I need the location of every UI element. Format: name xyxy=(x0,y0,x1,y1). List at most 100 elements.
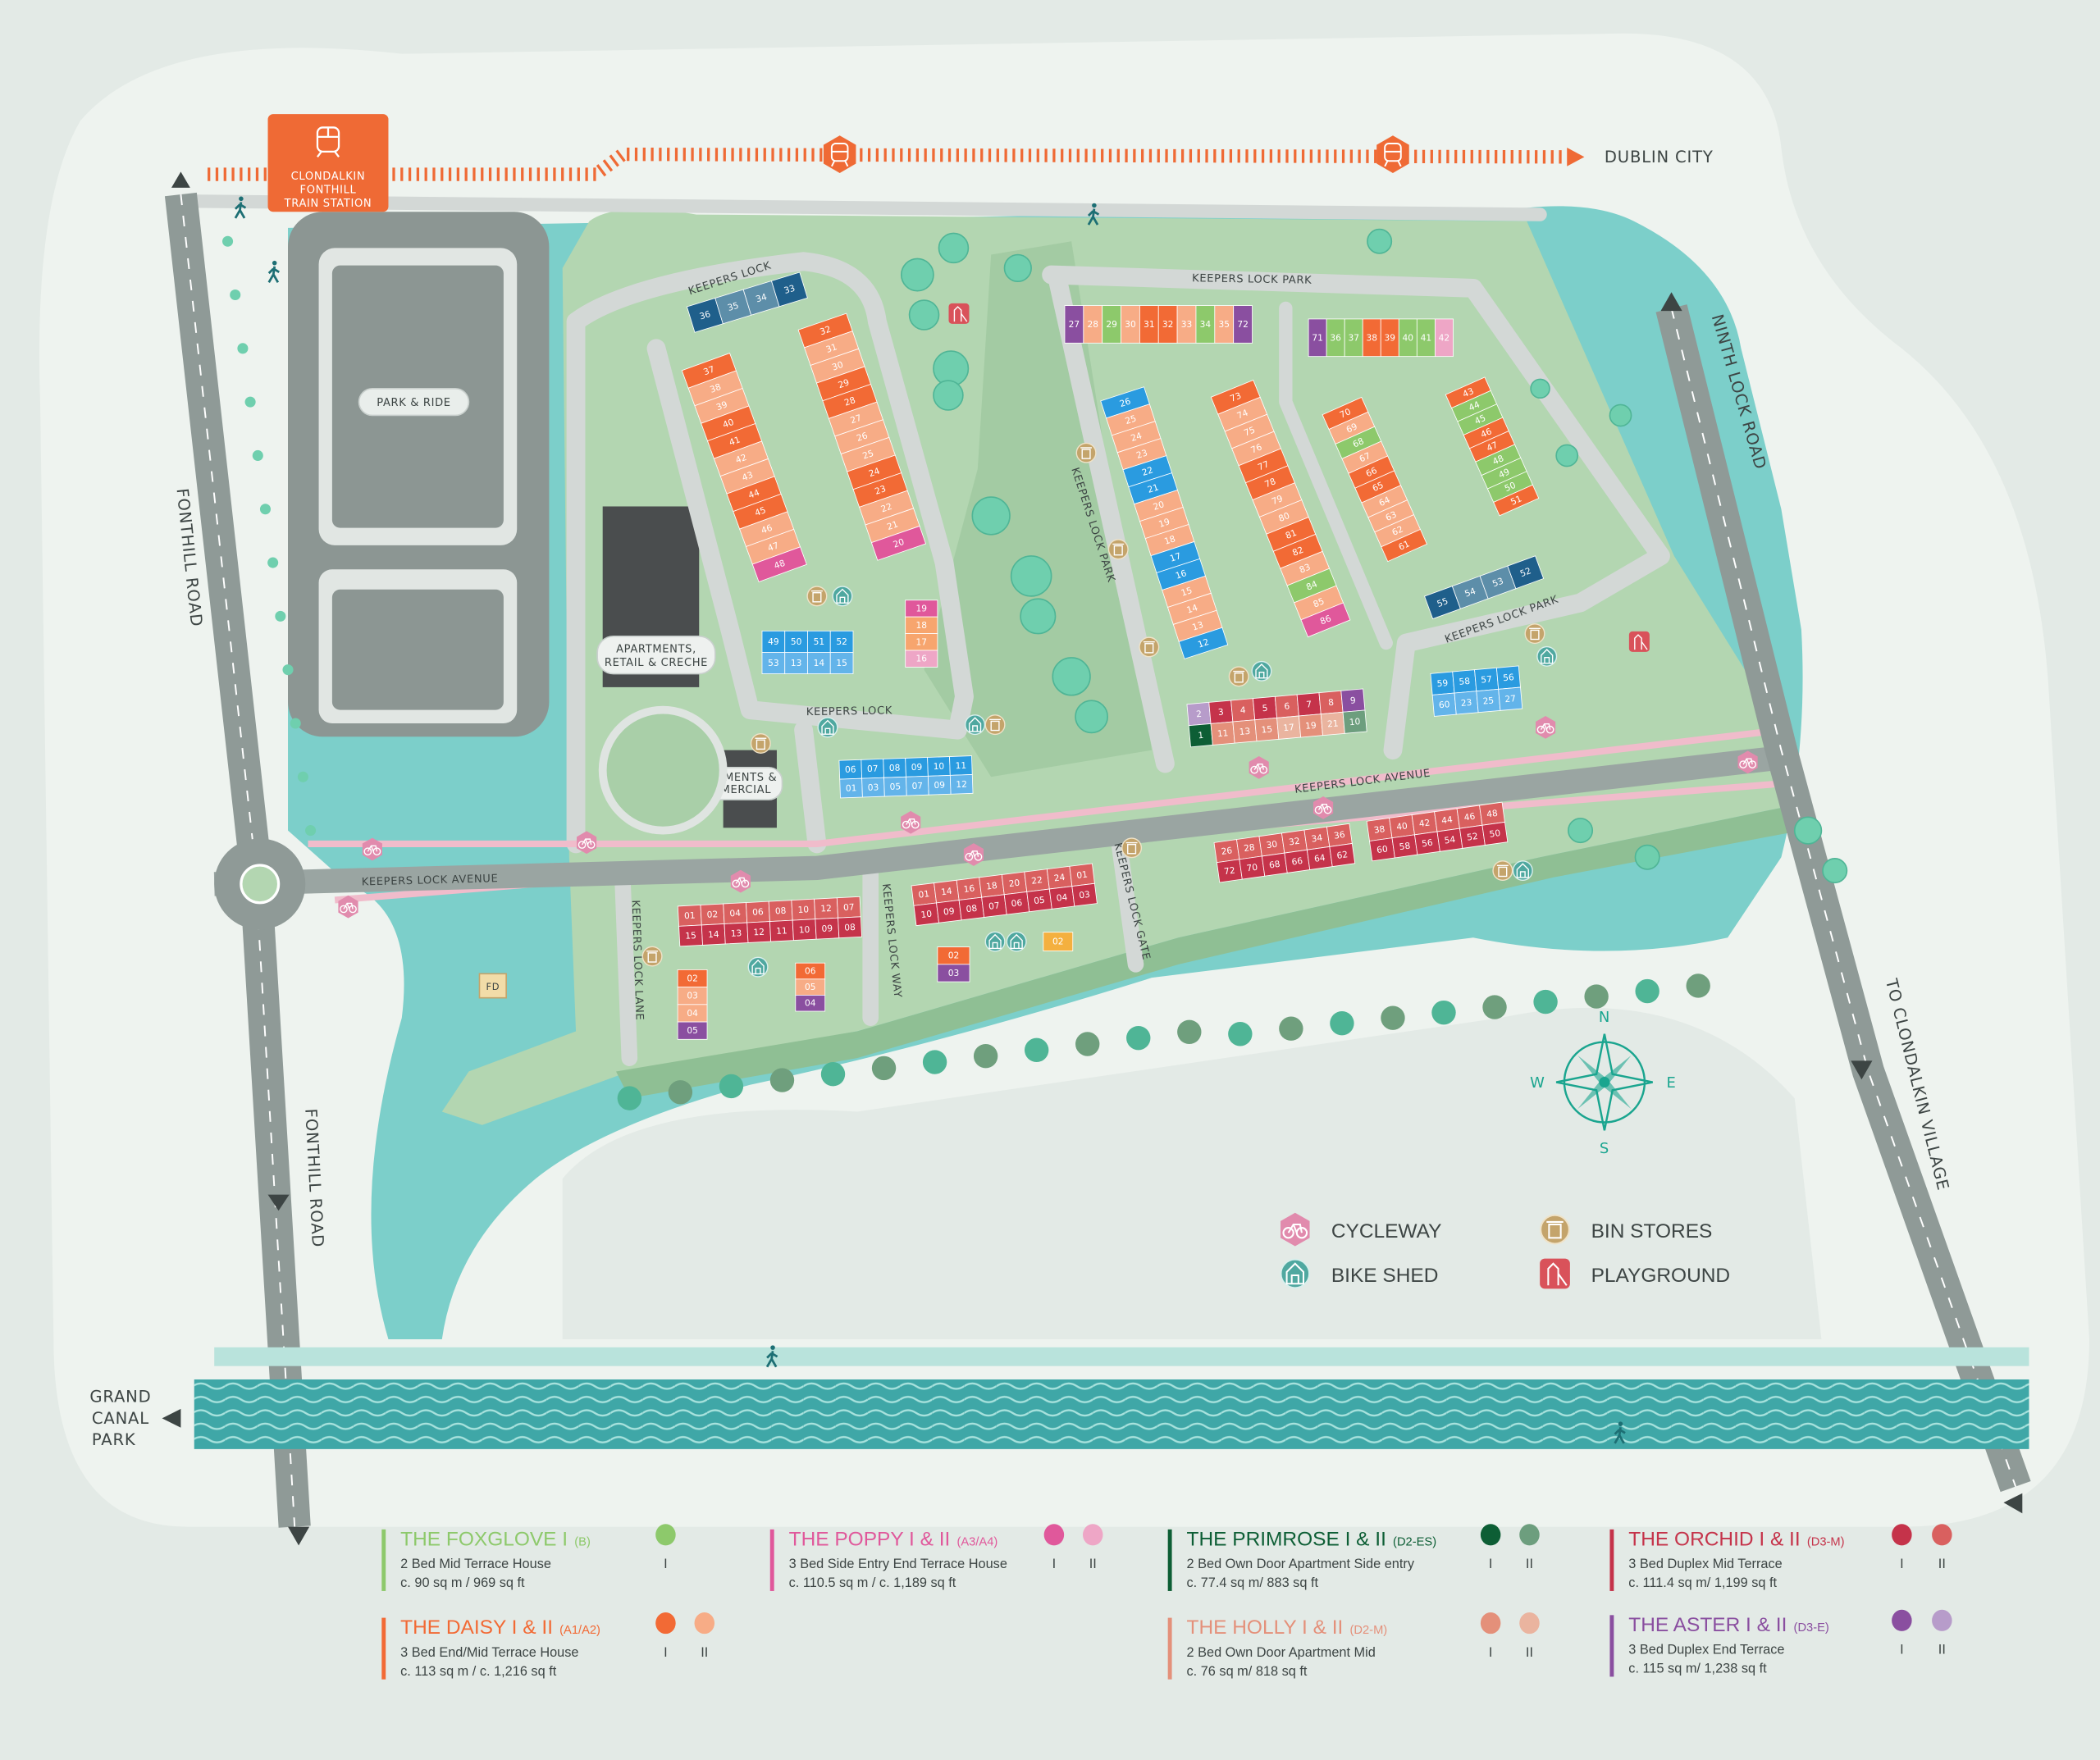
plot[interactable]: 15 xyxy=(829,652,854,674)
plot[interactable]: 19 xyxy=(905,600,938,618)
plot[interactable]: 37 xyxy=(1344,318,1363,358)
plot[interactable]: 07 xyxy=(906,775,929,796)
bike-shed-icon[interactable] xyxy=(1512,860,1533,882)
clondalkin-fonthill-station[interactable]: CLONDALKIN FONTHILL TRAIN STATION xyxy=(267,114,389,212)
plot[interactable]: 09 xyxy=(927,774,952,796)
plot[interactable]: 8 xyxy=(1318,690,1344,715)
bin-icon[interactable] xyxy=(1075,442,1097,463)
train-icon[interactable] xyxy=(1376,135,1409,173)
plot[interactable]: 09 xyxy=(936,900,962,923)
plot[interactable]: 14 xyxy=(934,879,960,904)
plot[interactable]: 13 xyxy=(784,652,808,674)
plot[interactable]: 34 xyxy=(1195,305,1216,344)
plot[interactable]: 28 xyxy=(1083,305,1103,344)
plot[interactable]: 80 xyxy=(1258,499,1309,535)
plot[interactable]: 47 xyxy=(1468,431,1516,463)
plot[interactable]: 48 xyxy=(1479,801,1505,826)
plot[interactable]: 48 xyxy=(751,546,807,583)
bike-shed-icon[interactable] xyxy=(984,931,1006,952)
plot[interactable]: 44 xyxy=(1451,390,1498,422)
plot[interactable]: 02 xyxy=(677,969,708,988)
plot[interactable]: 33 xyxy=(1176,305,1197,344)
playground-icon[interactable] xyxy=(948,303,970,324)
bike-shed-icon[interactable] xyxy=(1006,931,1027,952)
plot[interactable]: 24 xyxy=(847,454,902,490)
plot[interactable]: 58 xyxy=(1452,669,1477,694)
train-icon[interactable] xyxy=(823,135,856,173)
plot[interactable]: 30 xyxy=(1121,305,1140,344)
plot[interactable]: 18 xyxy=(1144,523,1195,557)
plot[interactable]: 50 xyxy=(1486,471,1533,503)
plot[interactable]: 10 xyxy=(792,919,817,942)
plot[interactable]: 34 xyxy=(1303,826,1331,850)
bicycle-icon[interactable] xyxy=(730,869,751,893)
bicycle-icon[interactable] xyxy=(963,843,984,866)
plot[interactable]: 44 xyxy=(726,476,782,513)
plot[interactable]: 69 xyxy=(1328,411,1376,445)
pedestrian-icon[interactable] xyxy=(765,1345,778,1368)
plot[interactable]: 04 xyxy=(723,902,748,924)
plot[interactable]: 20 xyxy=(1001,871,1028,896)
plot[interactable]: 42 xyxy=(1411,811,1438,836)
bicycle-icon[interactable] xyxy=(1737,750,1758,774)
plot[interactable]: 42 xyxy=(1434,318,1454,358)
plot[interactable]: 76 xyxy=(1231,431,1282,467)
plot[interactable]: 38 xyxy=(1362,318,1381,358)
bike-shed-icon[interactable] xyxy=(965,714,986,736)
plot[interactable]: 03 xyxy=(861,777,885,798)
pedestrian-icon[interactable] xyxy=(1087,203,1100,226)
plot[interactable]: 13 xyxy=(1172,609,1223,642)
plot[interactable]: 03 xyxy=(1071,882,1098,907)
bin-icon[interactable] xyxy=(641,946,663,967)
plot[interactable]: 1 xyxy=(1188,723,1213,748)
plot[interactable]: 08 xyxy=(958,896,985,921)
plot[interactable]: 04 xyxy=(677,1004,708,1023)
plot[interactable]: 40 xyxy=(701,405,756,442)
plot[interactable]: 33 xyxy=(770,271,808,308)
plot[interactable]: 19 xyxy=(1298,714,1323,738)
pedestrian-icon[interactable] xyxy=(267,260,280,283)
plot[interactable]: 05 xyxy=(883,776,907,797)
plot[interactable]: 70 xyxy=(1322,396,1369,431)
plot[interactable]: 46 xyxy=(1463,417,1509,449)
plot[interactable]: 52 xyxy=(1507,555,1545,590)
plot[interactable]: 12 xyxy=(814,897,839,920)
bin-icon[interactable] xyxy=(984,714,1006,736)
plot[interactable]: 51 xyxy=(1493,484,1540,517)
plot[interactable]: 78 xyxy=(1244,465,1295,501)
plot[interactable]: 30 xyxy=(810,348,865,384)
plot[interactable]: 57 xyxy=(1474,667,1500,692)
bicycle-icon[interactable] xyxy=(1536,716,1556,739)
plot[interactable]: 7 xyxy=(1296,692,1322,717)
plot[interactable]: 44 xyxy=(1434,808,1460,832)
plot[interactable]: 06 xyxy=(838,759,863,780)
plot[interactable]: 2 xyxy=(1186,701,1212,727)
plot[interactable]: 61 xyxy=(1381,528,1428,563)
plot[interactable]: 55 xyxy=(1424,586,1461,620)
plot[interactable]: 01 xyxy=(839,777,863,799)
plot[interactable]: 46 xyxy=(1456,805,1483,829)
plot[interactable]: 11 xyxy=(1210,721,1235,745)
plot[interactable]: 66 xyxy=(1284,849,1311,873)
plot[interactable]: 27 xyxy=(1498,686,1523,711)
plot[interactable]: 28 xyxy=(1236,836,1262,860)
plot[interactable]: 14 xyxy=(807,652,831,674)
plot[interactable]: 06 xyxy=(1003,891,1030,915)
plot[interactable]: 45 xyxy=(733,493,788,530)
bin-icon[interactable] xyxy=(806,586,828,607)
plot[interactable]: 36 xyxy=(1326,823,1353,847)
plot[interactable]: 16 xyxy=(905,650,938,668)
plot[interactable]: 68 xyxy=(1335,426,1382,459)
plot[interactable]: 06 xyxy=(795,962,826,980)
plot[interactable]: 26 xyxy=(834,419,890,455)
plot[interactable]: 42 xyxy=(713,440,769,477)
plot[interactable]: 31 xyxy=(1139,305,1159,344)
plot[interactable]: 39 xyxy=(694,387,750,424)
plot[interactable]: 28 xyxy=(822,384,878,419)
plot[interactable]: 07 xyxy=(981,894,1007,918)
plot[interactable]: 04 xyxy=(795,995,826,1012)
plot[interactable]: 08 xyxy=(768,900,793,923)
plot[interactable]: 84 xyxy=(1286,568,1337,604)
plot[interactable]: 18 xyxy=(905,616,938,634)
plot[interactable]: 74 xyxy=(1217,396,1268,432)
